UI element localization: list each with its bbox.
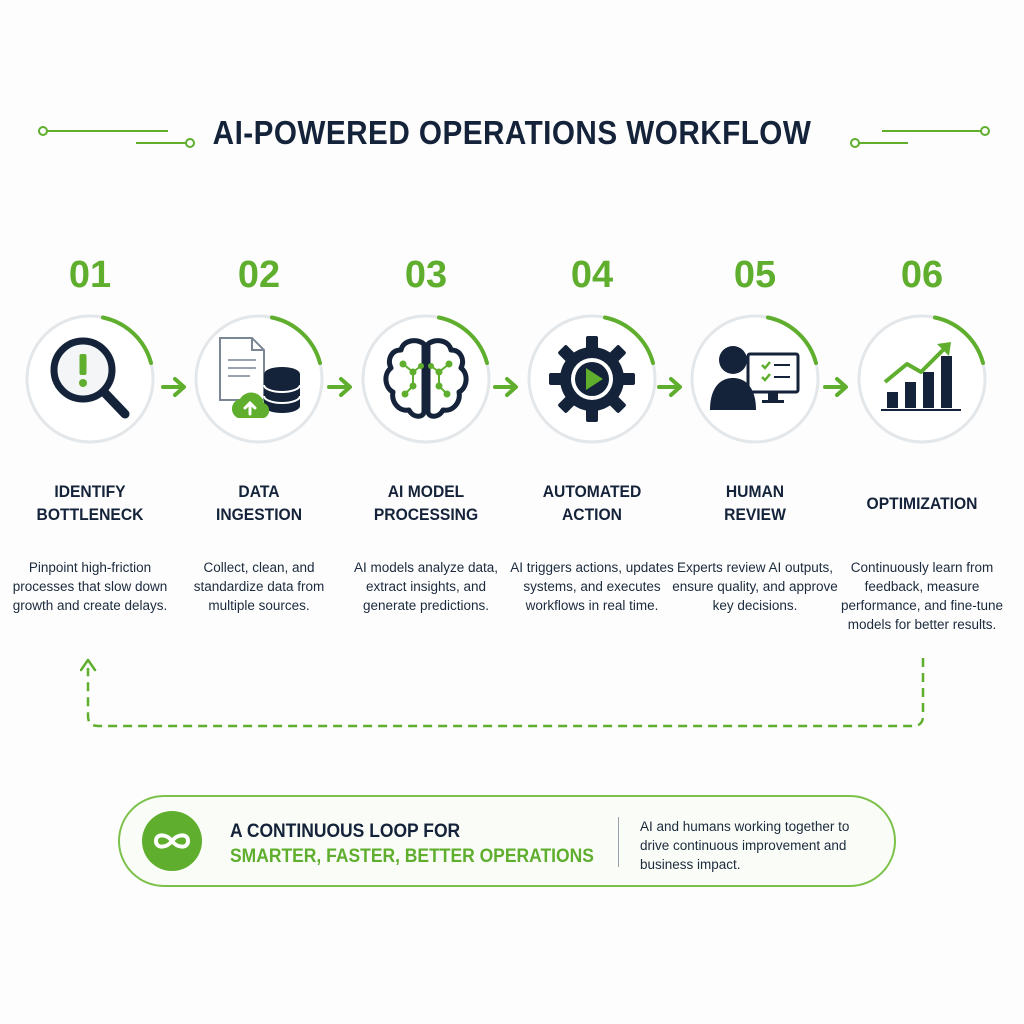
banner-divider <box>618 817 619 867</box>
arrow-right-icon <box>823 377 848 397</box>
step-number: 03 <box>404 254 448 296</box>
step-description: AI triggers actions, updates systems, an… <box>510 560 674 613</box>
step-heading: HUMAN REVIEW <box>681 480 828 526</box>
step-data-ingestion: 02 DATA INGESTION Collect, <box>179 250 339 613</box>
step-heading: AI MODEL PROCESSING <box>352 480 499 526</box>
step-heading: OPTIMIZATION <box>848 492 995 515</box>
step-ai-model-processing: 03 AI MODEL PROCESSING AI m <box>346 250 506 613</box>
workflow-steps: 01 IDENTIFY BOTTLENECK Pinpoint high-fri… <box>0 250 1024 670</box>
arrow-right-icon <box>657 377 682 397</box>
document-database-upload-icon <box>210 330 308 428</box>
step-number: 01 <box>68 254 112 296</box>
step-heading: DATA INGESTION <box>185 480 332 526</box>
magnifier-alert-icon <box>41 330 139 428</box>
feedback-loop-arrow <box>80 658 925 728</box>
step-description: Pinpoint high-friction processes that sl… <box>12 560 168 613</box>
step-identify-bottleneck: 01 IDENTIFY BOTTLENECK Pinpoint high-fri… <box>10 250 170 613</box>
infinity-icon <box>142 811 202 871</box>
step-heading-line2: ACTION <box>562 505 622 524</box>
arrow-right-icon <box>161 377 186 397</box>
step-heading-line1: HUMAN <box>725 482 785 501</box>
gear-play-icon <box>543 330 641 428</box>
step-number: 04 <box>570 254 614 296</box>
step-heading-line1: OPTIMIZATION <box>866 494 978 513</box>
step-automated-action: 04 <box>510 250 674 613</box>
step-heading-line1: IDENTIFY <box>54 482 126 501</box>
banner-description: AI and humans working together to drive … <box>640 819 850 872</box>
step-heading-line2: BOTTLENECK <box>36 505 144 524</box>
step-heading-line1: AI MODEL <box>387 482 465 501</box>
step-description: AI models analyze data, extract insights… <box>353 560 499 613</box>
step-optimization: 06 OPTIMIZATION Continuously learn from … <box>841 250 1003 632</box>
banner-heading-line1: A CONTINUOUS LOOP FOR <box>230 821 461 842</box>
step-heading-line1: AUTOMATED <box>542 482 642 501</box>
step-number: 02 <box>237 254 281 296</box>
title-decoration-right <box>850 126 990 148</box>
step-number: 06 <box>900 254 944 296</box>
step-description: Experts review AI outputs, ensure qualit… <box>672 560 838 613</box>
banner-heading-line2: SMARTER, FASTER, BETTER OPERATIONS <box>230 846 594 867</box>
step-number: 05 <box>733 254 777 296</box>
step-heading-line2: REVIEW <box>724 505 786 524</box>
step-description: Collect, clean, and standardize data fro… <box>193 560 325 613</box>
step-heading: AUTOMATED ACTION <box>518 480 665 526</box>
step-description: Continuously learn from feedback, measur… <box>840 560 1004 632</box>
person-monitor-checklist-icon <box>706 330 804 428</box>
arrow-right-icon <box>493 377 518 397</box>
step-heading-line2: INGESTION <box>215 505 303 524</box>
step-heading-line2: PROCESSING <box>373 505 479 524</box>
bar-chart-trend-icon <box>873 330 971 428</box>
continuous-loop-banner: A CONTINUOUS LOOP FOR SMARTER, FASTER, B… <box>118 795 896 887</box>
step-heading-line1: DATA <box>238 482 280 501</box>
title-decoration-left <box>38 126 195 148</box>
brain-circuit-icon <box>377 330 475 428</box>
page-title: AI-POWERED OPERATIONS WORKFLOW <box>212 114 812 151</box>
step-heading: IDENTIFY BOTTLENECK <box>16 480 163 526</box>
arrow-right-icon <box>327 377 352 397</box>
step-human-review: 05 HUMAN REVIEW Experts review AI output… <box>672 250 838 613</box>
